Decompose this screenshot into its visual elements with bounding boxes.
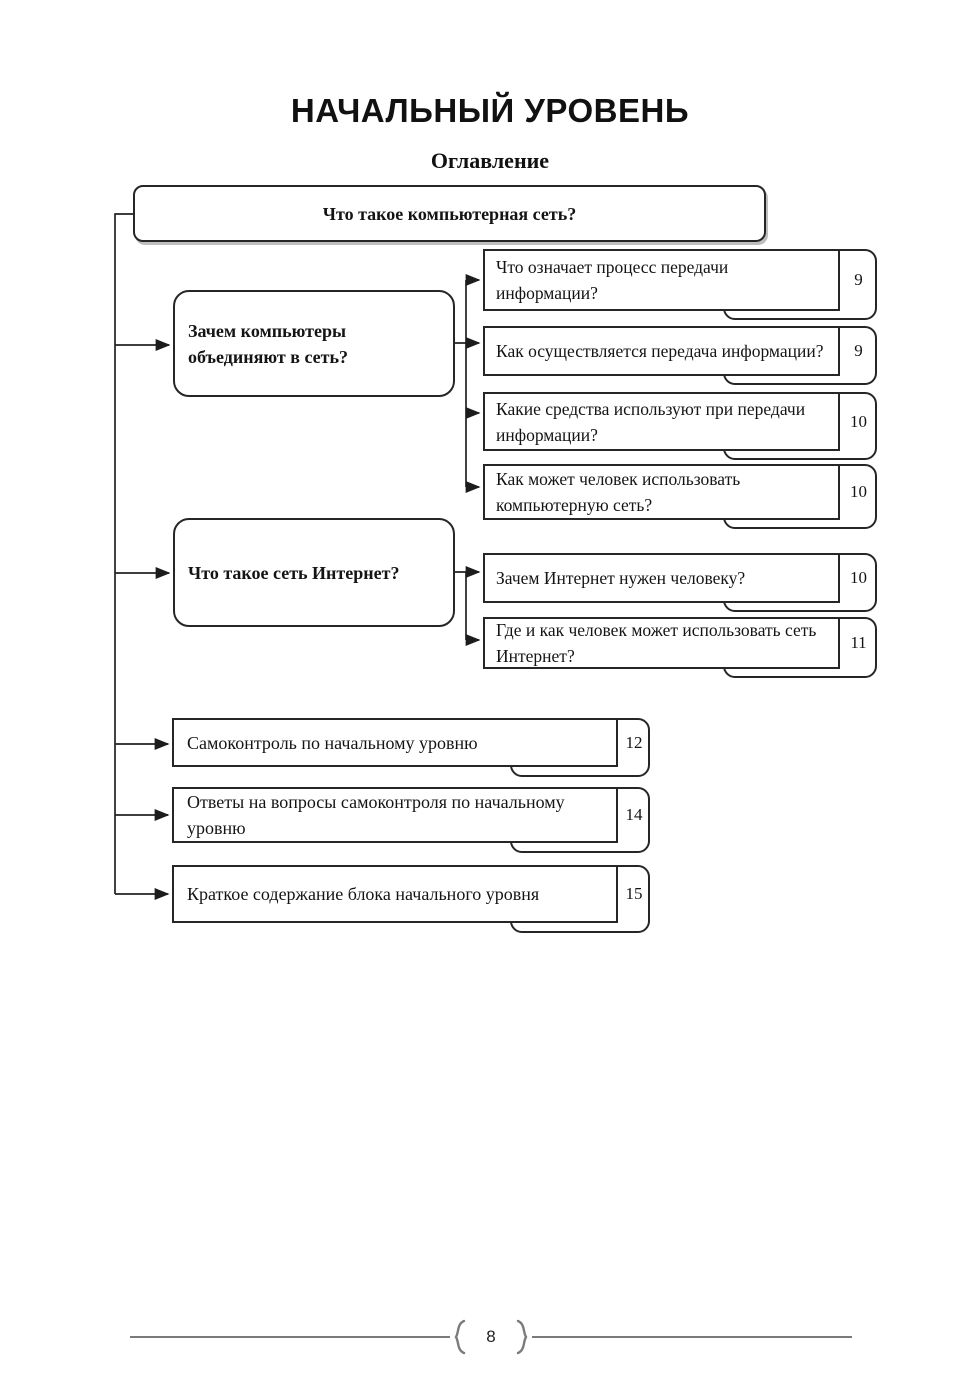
toc-entry-page-number: 10 — [850, 568, 867, 587]
footer-page-number: 8 — [486, 1327, 496, 1346]
toc-entry-page-number: 14 — [625, 805, 643, 824]
toc-entry-text: Краткое содержание блока начального уров… — [187, 884, 540, 904]
toc-entry-page-number: 9 — [854, 270, 863, 289]
toc-entry-text: Ответы на вопросы самоконтроля по началь… — [187, 792, 565, 838]
toc-entry: Где и как человек может использовать сет… — [483, 617, 877, 678]
group1-question-box: Зачем компьютеры объединяют в сеть? — [173, 290, 455, 397]
group1-question-label: Зачем компьютеры объединяют в сеть? — [188, 320, 349, 367]
toc-entry-page-number: 11 — [850, 633, 867, 652]
page-title: НАЧАЛЬНЫЙ УРОВЕНЬ — [290, 92, 690, 129]
toc-entry: Зачем Интернет нужен человеку? 10 — [483, 553, 877, 612]
footer-rule-right — [532, 1336, 852, 1338]
toc-entry: Ответы на вопросы самоконтроля по началь… — [172, 787, 650, 853]
toc-entry: Как осуществляется передача информации? … — [483, 326, 877, 385]
page-number-bracket-left-icon — [454, 1319, 466, 1355]
toc-entry: Самоконтроль по начальному уровню 12 — [172, 718, 650, 777]
root-question-label: Что такое компьютерная сеть? — [322, 203, 577, 224]
toc-entry: Что означает процесс передачи информации… — [483, 249, 877, 320]
toc-entry: Краткое содержание блока начального уров… — [172, 865, 650, 933]
toc-entry-text: Самоконтроль по начальному уровню — [187, 732, 478, 753]
group2-branch-line — [455, 571, 467, 640]
root-question-box: Что такое компьютерная сеть? — [133, 185, 766, 242]
page-number-bracket-right-icon — [516, 1319, 528, 1355]
toc-entry-page-number: 10 — [850, 482, 867, 501]
toc-entry-text: Что означает процесс передачи информации… — [496, 257, 729, 303]
spine-line — [114, 213, 133, 894]
toc-entry-page-number: 12 — [625, 732, 643, 752]
toc-entry-text: Как может человек использовать компьютер… — [496, 469, 741, 515]
group2-question-label: Что такое сеть Интернет? — [188, 562, 400, 583]
toc-entry-page-number: 15 — [625, 884, 643, 903]
toc-entry-text: Зачем Интернет нужен человеку? — [496, 568, 746, 588]
footer-rule-left — [130, 1336, 450, 1338]
toc-entry-page-number: 10 — [850, 411, 867, 431]
group2-question-box: Что такое сеть Интернет? — [173, 518, 455, 627]
toc-entry: Какие средства используют при передачи и… — [483, 392, 877, 460]
toc-entry: Как может человек использовать компьютер… — [483, 464, 877, 529]
toc-entry-text: Как осуществляется передача информации? — [496, 341, 824, 361]
page-footer: 8 — [130, 1319, 852, 1355]
group1-branch-line — [455, 280, 467, 487]
toc-entry-page-number: 9 — [854, 341, 863, 360]
toc-entry-text: Какие средства используют при передачи и… — [496, 398, 806, 445]
toc-heading: Оглавление — [430, 148, 550, 173]
toc-entry-text: Где и как человек может использовать сет… — [496, 620, 817, 666]
